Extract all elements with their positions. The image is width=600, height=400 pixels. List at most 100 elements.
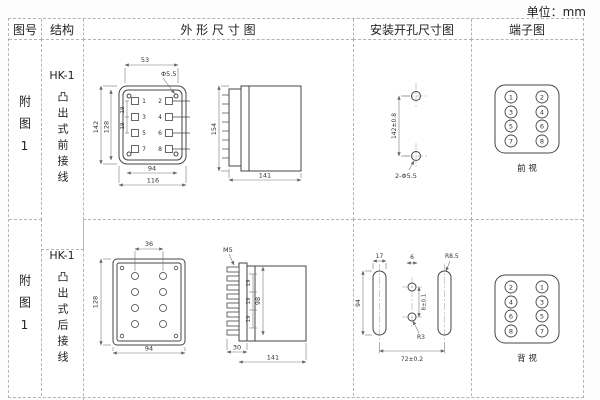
terminal-block-outline xyxy=(494,84,560,154)
rear-view-label: 背 视 xyxy=(517,353,537,364)
hole-spacing-dim: 142±0.8 xyxy=(391,113,398,139)
front-dimension-lines xyxy=(99,63,302,187)
row2-fig-no: 附图1 xyxy=(17,273,32,342)
relay-rear-view-outline xyxy=(112,258,186,346)
svg-text:30: 30 xyxy=(233,344,241,352)
front-dimension-labels: 53 Φ5.5 142 128 19 19 94 116 154 141 xyxy=(92,56,271,185)
row2-outline-cell: 36 M5 128 19 19 19 98 94 30 141 xyxy=(83,219,354,396)
terminal-block-outline-rear xyxy=(494,274,560,344)
outline-drawing-rear-wiring: 36 M5 128 19 19 19 98 94 30 141 xyxy=(92,240,307,364)
row1-structure-cell: HK-1 凸出式前接线 xyxy=(41,39,84,250)
holes-callout: 2-Φ5.5 xyxy=(395,172,417,180)
rear-side-view-outline xyxy=(226,262,307,342)
svg-text:3: 3 xyxy=(540,298,544,306)
terminal-circles xyxy=(504,90,549,148)
mounting-dimension-lines xyxy=(397,95,415,171)
svg-text:53: 53 xyxy=(141,56,149,64)
rear-mounting-dimension-labels: 17 6 R8.5 94 8±0.1 R3 72±0.2 xyxy=(355,253,459,363)
relay-side-view-outline xyxy=(222,85,302,172)
svg-text:5: 5 xyxy=(509,122,513,130)
mounting-drawing-front-wiring: 142±0.8 2-Φ5.5 xyxy=(391,83,429,180)
svg-text:94: 94 xyxy=(355,299,362,307)
svg-text:6: 6 xyxy=(158,130,162,137)
svg-text:1: 1 xyxy=(540,283,544,291)
svg-text:19: 19 xyxy=(120,106,126,113)
svg-text:128: 128 xyxy=(92,296,100,308)
svg-text:R8.5: R8.5 xyxy=(445,253,459,260)
svg-text:141: 141 xyxy=(259,172,271,180)
svg-text:R3: R3 xyxy=(417,334,425,341)
outline-drawing-front-wiring: 1 2 3 4 5 6 7 8 xyxy=(92,56,302,187)
row1-model: HK-1 xyxy=(49,69,75,82)
svg-text:94: 94 xyxy=(148,165,156,173)
svg-text:2: 2 xyxy=(509,283,513,291)
slot-centerlines xyxy=(379,264,445,342)
dimension-table: 图号 结构 外 形 尺 寸 图 安装开孔尺寸图 端子图 附图1 HK-1 凸出式… xyxy=(8,18,584,400)
svg-text:72±0.2: 72±0.2 xyxy=(401,356,423,363)
svg-text:8: 8 xyxy=(509,327,513,335)
row2-model: HK-1 xyxy=(49,249,75,262)
svg-text:7: 7 xyxy=(142,146,146,153)
svg-text:19: 19 xyxy=(246,315,252,322)
svg-text:6: 6 xyxy=(410,254,414,261)
svg-text:2: 2 xyxy=(540,93,544,101)
row2-fig-no-cell: 附图1 xyxy=(9,219,42,396)
svg-text:7: 7 xyxy=(540,327,544,335)
svg-text:1: 1 xyxy=(142,98,146,105)
unit-label: 单位：mm xyxy=(526,5,586,19)
row2-mounting-cell: 17 6 R8.5 94 8±0.1 R3 72±0.2 xyxy=(353,219,472,396)
terminal-diagram-front: 1 2 3 4 5 6 7 8 前 视 xyxy=(494,84,560,174)
row1-outline-cell: 1 2 3 4 5 6 7 8 xyxy=(83,39,354,220)
row1-terminal-cell: 1 2 3 4 5 6 7 8 前 视 xyxy=(471,39,583,220)
header-fig-no: 图号 xyxy=(9,19,42,40)
svg-text:8: 8 xyxy=(158,146,162,153)
svg-text:2: 2 xyxy=(158,98,162,105)
svg-text:1: 1 xyxy=(509,93,513,101)
svg-text:19: 19 xyxy=(246,279,252,286)
svg-text:3: 3 xyxy=(142,114,146,121)
svg-text:5: 5 xyxy=(540,312,544,320)
header-terminal: 端子图 xyxy=(471,19,583,40)
svg-text:4: 4 xyxy=(158,114,162,121)
rear-dimension-lines xyxy=(99,247,307,364)
row2-structure-cell: HK-1 凸出式后接线 xyxy=(41,219,84,400)
front-terminal-numbers: 1 2 3 4 5 6 7 8 xyxy=(142,98,162,153)
svg-text:94: 94 xyxy=(145,345,153,353)
rear-mounting-dimension-lines xyxy=(361,259,451,353)
svg-text:6: 6 xyxy=(540,122,544,130)
svg-text:M5: M5 xyxy=(223,246,233,254)
row2-structure: 凸出式后接线 xyxy=(56,271,69,367)
row1-fig-no-cell: 附图1 xyxy=(9,39,42,220)
terminal-circle-numbers: 1 2 3 4 5 6 7 8 xyxy=(509,93,544,145)
svg-text:Φ5.5: Φ5.5 xyxy=(161,70,176,78)
row2-terminal-cell: 2 1 4 3 6 5 8 7 背 视 xyxy=(471,219,583,396)
svg-text:17: 17 xyxy=(376,253,384,260)
svg-text:116: 116 xyxy=(147,177,159,185)
front-terminal-screws xyxy=(131,97,190,153)
relay-front-view-outline xyxy=(118,85,187,165)
svg-text:4: 4 xyxy=(540,108,544,116)
svg-text:5: 5 xyxy=(142,130,146,137)
svg-text:154: 154 xyxy=(210,123,218,135)
svg-text:141: 141 xyxy=(267,354,279,362)
terminal-circles-rear xyxy=(504,280,549,338)
svg-text:3: 3 xyxy=(509,108,513,116)
header-structure: 结构 xyxy=(41,19,84,40)
svg-text:98: 98 xyxy=(254,297,262,305)
front-view-label: 前 视 xyxy=(517,163,537,174)
svg-text:19: 19 xyxy=(120,122,126,129)
mounting-drawing-rear-wiring: 17 6 R8.5 94 8±0.1 R3 72±0.2 xyxy=(355,253,459,363)
svg-text:128: 128 xyxy=(103,121,111,133)
svg-text:8±0.1: 8±0.1 xyxy=(422,294,428,311)
row1-structure: 凸出式前接线 xyxy=(56,91,69,187)
svg-text:19: 19 xyxy=(246,297,252,304)
svg-text:7: 7 xyxy=(509,137,513,145)
svg-text:142: 142 xyxy=(92,121,100,133)
rear-dimension-labels: 36 M5 128 19 19 19 98 94 30 141 xyxy=(92,240,280,362)
header-outline: 外 形 尺 寸 图 xyxy=(83,19,354,40)
terminal-diagram-rear: 2 1 4 3 6 5 8 7 背 视 xyxy=(494,274,560,364)
header-mounting: 安装开孔尺寸图 xyxy=(353,19,472,40)
row1-fig-no: 附图1 xyxy=(17,95,32,163)
terminal-circle-numbers-rear: 2 1 4 3 6 5 8 7 xyxy=(509,283,544,335)
